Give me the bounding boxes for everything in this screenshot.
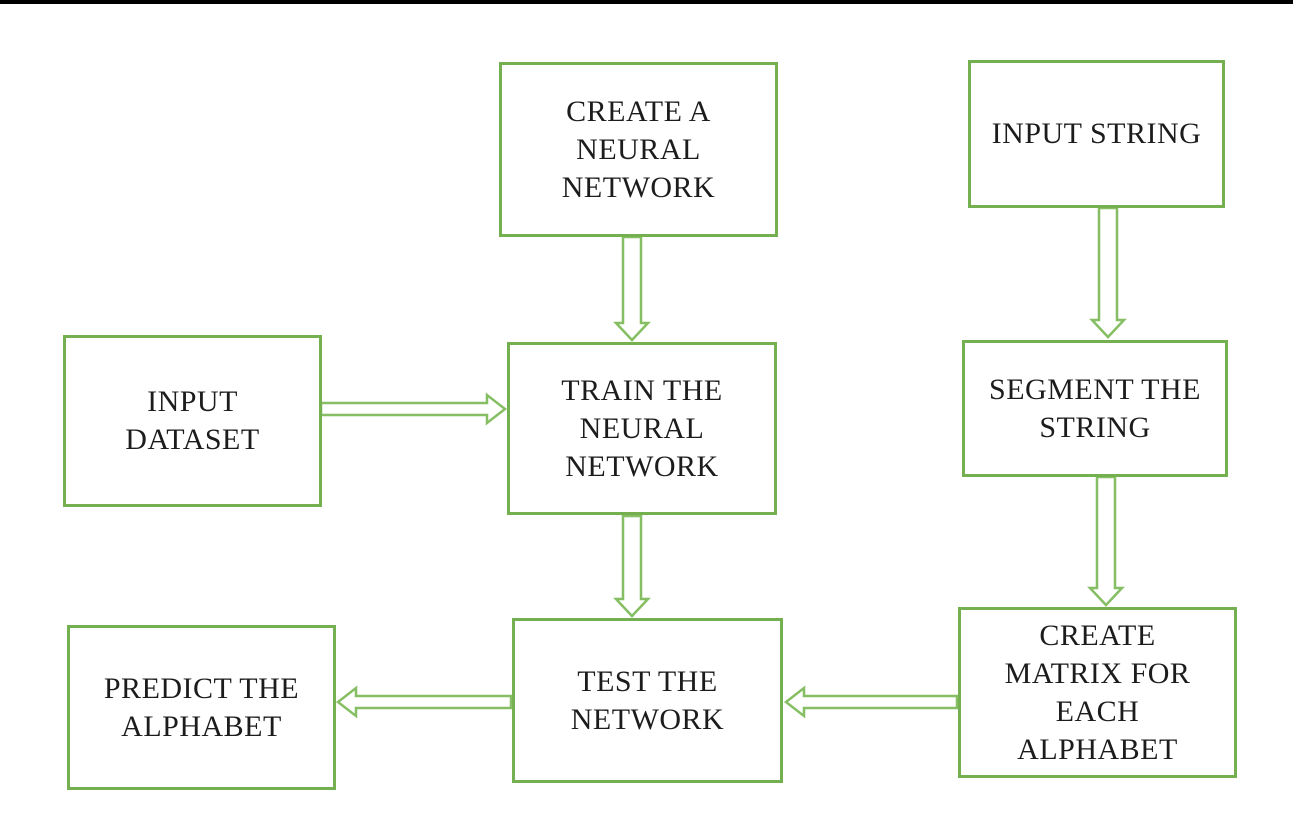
node-label: INPUT STRING <box>991 117 1202 150</box>
node-label: PREDICT THE ALPHABET <box>103 671 300 743</box>
node-create-matrix: CREATE MATRIX FOR EACH ALPHABET <box>958 607 1237 778</box>
node-input-dataset: INPUT DATASET <box>63 335 322 507</box>
node-label: TEST THE NETWORK <box>570 664 725 736</box>
node-test-network: TEST THE NETWORK <box>512 618 783 783</box>
arrow-down-inputstring-to-segment-icon <box>1089 206 1127 339</box>
arrow-down-segment-to-matrix-icon <box>1087 475 1125 607</box>
node-label: CREATE MATRIX FOR EACH ALPHABET <box>1004 618 1191 766</box>
top-rule <box>0 0 1293 4</box>
node-label: SEGMENT THE STRING <box>989 372 1201 444</box>
node-segment-string: SEGMENT THE STRING <box>962 340 1228 477</box>
node-create-neural-network: CREATE A NEURAL NETWORK <box>499 62 778 237</box>
node-label: INPUT DATASET <box>125 385 260 456</box>
arrow-down-train-to-test-icon <box>613 514 651 618</box>
arrow-left-matrix-to-test-icon <box>783 685 959 719</box>
arrow-right-dataset-to-train-icon <box>319 392 508 426</box>
node-train-neural-network: TRAIN THE NEURAL NETWORK <box>507 342 777 515</box>
arrow-left-test-to-predict-icon <box>335 685 513 719</box>
node-label: CREATE A NEURAL NETWORK <box>561 94 716 204</box>
node-input-string: INPUT STRING <box>968 60 1225 208</box>
arrow-down-create-to-train-icon <box>613 235 651 342</box>
node-predict-alphabet: PREDICT THE ALPHABET <box>67 625 336 790</box>
node-label: TRAIN THE NEURAL NETWORK <box>561 373 723 483</box>
